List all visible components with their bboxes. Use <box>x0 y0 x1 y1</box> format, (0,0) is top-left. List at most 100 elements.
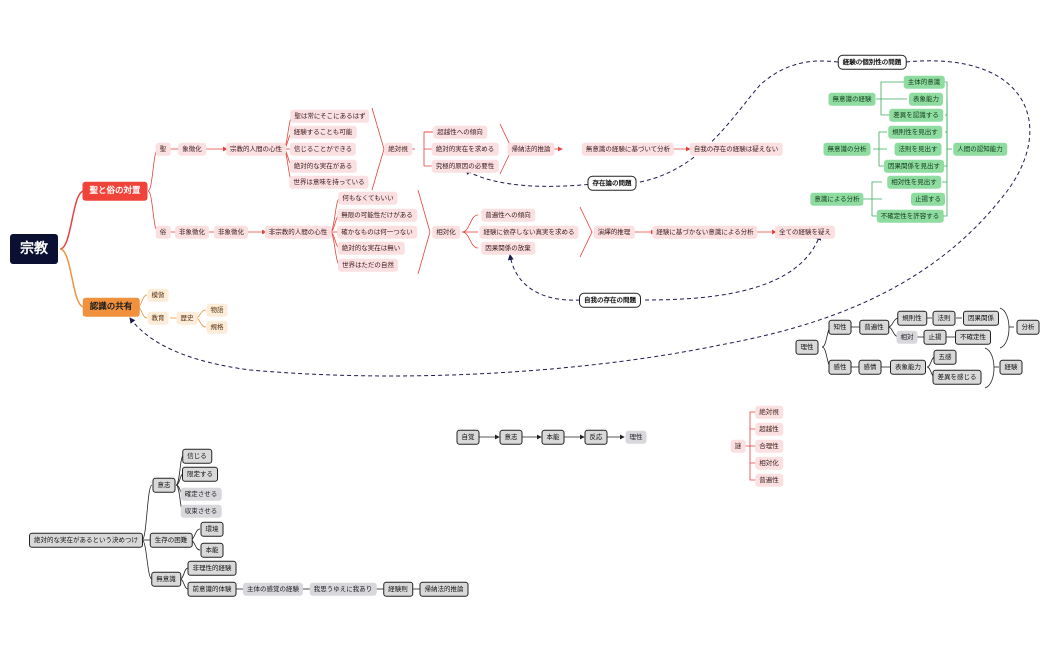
secular-node[interactable]: 俗 <box>155 225 171 239</box>
green-item-node[interactable]: 表象能力 <box>909 92 943 106</box>
history-node[interactable]: 歴史 <box>176 311 198 325</box>
nonsymbol-node[interactable]: 非象徴化 <box>214 225 248 239</box>
flow-node-reaction[interactable]: 反応 <box>584 429 608 445</box>
secular-belief-node[interactable]: 確かなものは何一つない <box>337 225 417 239</box>
mystery-node[interactable]: 謎 <box>730 439 746 453</box>
sacred-belief-node[interactable]: 信じることができる <box>289 142 357 156</box>
experience-node[interactable]: 経験 <box>999 359 1023 375</box>
absolute-node[interactable]: 絶対視 <box>384 142 412 156</box>
green-item-node[interactable]: 因果関係を見出す <box>884 159 944 173</box>
flow-node-awareness[interactable]: 自覚 <box>456 429 480 445</box>
mystery-item-node[interactable]: 普遍性 <box>755 473 783 487</box>
induction-node[interactable]: 帰納法的推論 <box>507 142 555 156</box>
sacred-tendency-node[interactable]: 究極的原因の必要性 <box>431 159 499 173</box>
green-item-node[interactable]: 止揚する <box>911 192 945 206</box>
secular-mind-node[interactable]: 非宗教的人間の心性 <box>264 225 332 239</box>
secular-tendency-node[interactable]: 因果関係の放棄 <box>481 241 535 255</box>
representation-node[interactable]: 表象能力 <box>890 359 926 375</box>
existence-theory-problem-node[interactable]: 存在論の問題 <box>587 175 637 191</box>
relative-gray-node[interactable]: 相対 <box>896 330 918 344</box>
secular-belief-node[interactable]: 何もなくてもいい <box>338 191 398 205</box>
deduction-node[interactable]: 演繹的推理 <box>593 225 635 239</box>
conscious-analysis-green-node[interactable]: 意識による分析 <box>810 192 864 206</box>
regularity-node[interactable]: 規則性 <box>897 310 927 326</box>
secular-belief-node[interactable]: 無限の可能性だけがある <box>337 208 417 222</box>
analysis-node[interactable]: 分析 <box>1016 319 1040 335</box>
uncertainty-node[interactable]: 不確定性 <box>955 329 991 345</box>
sacred-belief-node[interactable]: 世界は意味を持っている <box>289 175 369 189</box>
sacred-tendency-node[interactable]: 絶対的実在を求める <box>431 142 499 156</box>
green-item-node[interactable]: 差異を認識する <box>889 108 943 122</box>
individuality-problem-node[interactable]: 経験の個別性の問題 <box>837 54 907 70</box>
unconscious-item-node[interactable]: 非理性的経験 <box>187 560 237 576</box>
sacred-belief-node[interactable]: 経験することも可能 <box>289 125 357 139</box>
education-node[interactable]: 教育 <box>147 311 169 325</box>
religious-mind-node[interactable]: 宗教的人間の心性 <box>226 142 286 156</box>
self-existence-problem-node[interactable]: 自我の存在の問題 <box>579 292 641 308</box>
rules-node[interactable]: 規格 <box>206 320 228 334</box>
secular-tendency-node[interactable]: 経験に依存しない真実を求める <box>479 225 579 239</box>
secular-tendency-node[interactable]: 普遍性への傾向 <box>481 208 535 222</box>
story-node[interactable]: 物語 <box>206 303 228 317</box>
branch-sacred-secular[interactable]: 聖と俗の対置 <box>82 181 148 201</box>
flow-node-reason[interactable]: 理性 <box>625 430 647 444</box>
will-item-node[interactable]: 確定させる <box>180 487 222 501</box>
desymbolize-node[interactable]: 非象徴化 <box>175 225 209 239</box>
sacred-belief-node[interactable]: 聖は常にそこにあるはず <box>290 109 370 123</box>
unconscious-item-node[interactable]: 前意識的体験 <box>187 581 237 597</box>
will-item-node[interactable]: 限定する <box>182 466 218 482</box>
causality-node[interactable]: 因果関係 <box>963 310 999 326</box>
imitation-node[interactable]: 模倣 <box>147 288 169 302</box>
green-item-node[interactable]: 規則性を見出す <box>888 125 942 139</box>
self-doubt-node[interactable]: 自我の存在の経験は疑えない <box>689 142 783 156</box>
branch-shared-cognition[interactable]: 認識の共有 <box>82 297 140 317</box>
doubt-all-node[interactable]: 全ての経験を疑え <box>775 225 835 239</box>
sacred-node[interactable]: 聖 <box>155 142 171 156</box>
chain-node[interactable]: 主体の感覚の経験 <box>243 582 303 596</box>
mystery-item-node[interactable]: 超越性 <box>755 422 783 436</box>
chain-node[interactable]: 経験則 <box>383 581 413 597</box>
relative-node[interactable]: 相対化 <box>432 225 460 239</box>
flow-node-will[interactable]: 意志 <box>499 429 523 445</box>
flow-node-instinct[interactable]: 本能 <box>541 429 565 445</box>
survival-item-node[interactable]: 本能 <box>200 542 224 558</box>
conscious-analysis-node[interactable]: 経験に基づかない意識による分析 <box>652 225 758 239</box>
green-item-node[interactable]: 相対性を見出す <box>887 175 941 189</box>
reason-node[interactable]: 理性 <box>795 339 819 355</box>
secular-belief-node[interactable]: 絶対的な実在は無い <box>337 241 405 255</box>
sensibility-node[interactable]: 感性 <box>828 359 852 375</box>
intellect-node[interactable]: 知性 <box>828 319 852 335</box>
aufheben-node[interactable]: 止揚 <box>923 329 947 345</box>
survival-node[interactable]: 生存の困難 <box>149 532 193 548</box>
law-node[interactable]: 法則 <box>932 310 956 326</box>
green-item-node[interactable]: 主体的意識 <box>903 75 945 89</box>
secular-belief-node[interactable]: 世界はただの自然 <box>338 258 398 272</box>
unconscious-node[interactable]: 無意識 <box>151 571 181 587</box>
chain-node[interactable]: 帰納法的推論 <box>419 581 469 597</box>
symbolize-node[interactable]: 象徴化 <box>178 142 206 156</box>
mystery-item-node[interactable]: 絶対視 <box>755 405 783 419</box>
mystery-item-node[interactable]: 合理性 <box>755 439 783 453</box>
emotion-node[interactable]: 感情 <box>858 359 882 375</box>
sacred-belief-node[interactable]: 絶対的な実在がある <box>289 159 357 173</box>
sacred-tendency-node[interactable]: 超越性への傾向 <box>433 125 487 139</box>
mystery-item-node[interactable]: 相対化 <box>755 456 783 470</box>
unconscious-experience-node[interactable]: 無意識の経験 <box>828 92 876 106</box>
cognition-node[interactable]: 人間の認知能力 <box>953 142 1007 156</box>
feel-difference-node[interactable]: 差異を感じる <box>932 369 982 385</box>
five-senses-node[interactable]: 五感 <box>933 349 957 365</box>
green-item-node[interactable]: 不確定性を許容する <box>876 209 944 223</box>
survival-item-node[interactable]: 環境 <box>200 521 224 537</box>
unconscious-analysis-node[interactable]: 無意識の経験に基づいて分析 <box>581 142 675 156</box>
green-item-node[interactable]: 法則を見出す <box>894 142 942 156</box>
chain-node[interactable]: 我思うゆえに我あり <box>309 582 377 596</box>
will-item-node[interactable]: 収束させる <box>180 504 222 518</box>
universality-node[interactable]: 普遍性 <box>859 319 889 335</box>
will-item-node[interactable]: 信じる <box>182 448 212 464</box>
will-node[interactable]: 意志 <box>152 477 176 493</box>
unconscious-analysis-green-node[interactable]: 無意識の分析 <box>823 142 871 156</box>
root-node[interactable]: 宗教 <box>10 234 58 264</box>
absolute-assumption-node[interactable]: 絶対的な実在があるという決めつけ <box>29 532 143 548</box>
